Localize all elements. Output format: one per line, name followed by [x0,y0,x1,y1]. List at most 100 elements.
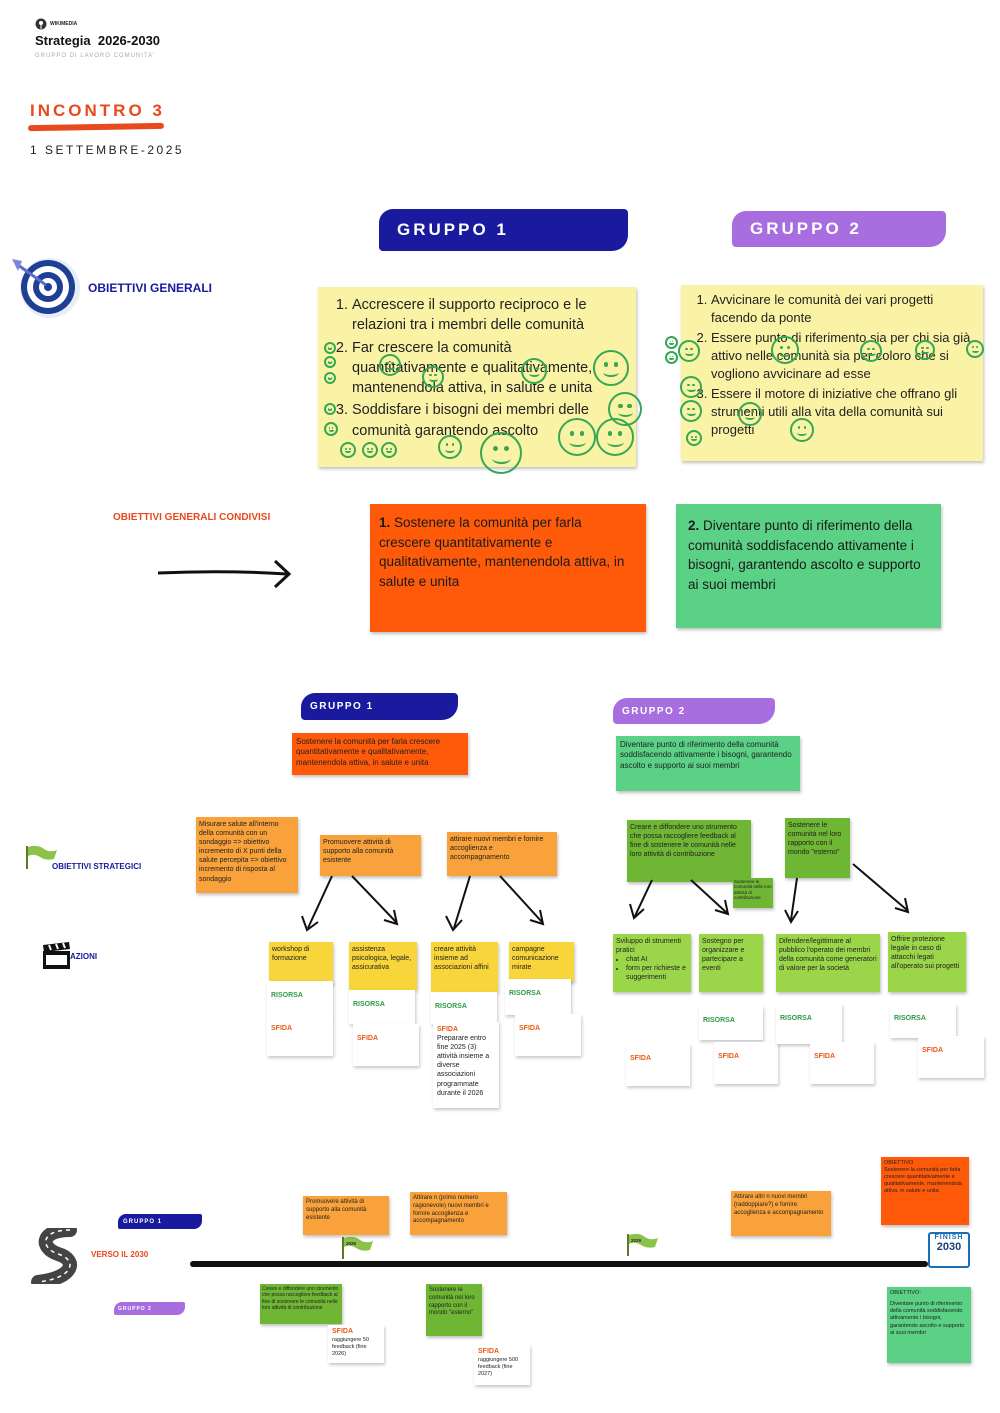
objective-label: OBIETTIVO: [890,1290,921,1296]
meeting-title: INCONTRO 3 [30,101,165,120]
page-subtitle: GRUPPO DI LAVORO COMUNITA' [35,53,156,59]
sfida-label: SFIDA [718,1053,739,1060]
sfida-label: SFIDA [922,1047,943,1054]
obiettivi-generali-label: OBIETTIVI GENERALI [88,281,213,295]
group-2-action-1-title: Sviluppo di strumenti pratici [616,938,681,955]
smiley-vote-icon [678,340,700,362]
group-1-header-label: GRUPPO 1 [397,220,509,239]
smiley-vote-icon [680,400,702,422]
arrow-right-icon [157,559,292,589]
group-1-action-4: campagne comunicazione mirate [509,942,574,982]
sfida-label: SFIDA [332,1328,353,1335]
wikimedia-logo: WIKIMEDIA [35,18,77,30]
smiley-vote-icon [665,336,678,349]
risorsa-label: RISORSA [509,990,541,997]
shared-goal-1-text: Sostenere la comunità per farla crescere… [379,515,625,589]
azioni-label: AZIONI [70,952,98,961]
smiley-vote-icon [608,392,642,426]
timeline-final-objective-2: OBIETTIVO: Diventare punto di riferiment… [887,1287,971,1363]
group-2-goal: Essere il motore di iniziative che offra… [711,385,975,439]
finish-year: 2030 [936,1241,962,1253]
sfida-label: SFIDA [814,1053,835,1060]
flag-2029-label: 2029 [631,1238,642,1243]
smiley-vote-icon [324,356,336,368]
shared-goal-2-number: 2. [688,518,700,533]
group-2-action-4-sfida: SFIDA [918,1036,984,1078]
shared-goal-1-card: 1. Sostenere la comunità per farla cresc… [370,504,646,632]
logo-text: WIKIMEDIA [50,21,78,27]
clapperboard-icon [43,942,70,969]
timeline-final-objective-2-text: Diventare punto di riferimento della com… [890,1301,965,1336]
flag-icon [26,845,57,869]
group-1-action-1-risorsa: RISORSA [267,981,333,1015]
smiley-vote-icon [915,340,935,360]
target-icon [10,253,82,324]
flag-2026-label: 2026 [346,1241,357,1246]
group-2-action-3-sfida: SFIDA [810,1042,874,1084]
smiley-vote-icon [680,376,702,398]
timeline-sfida-1-text: raggiungere 50 feedback (fine 2026) [332,1336,370,1357]
timeline-group-2-label: GRUPPO 2 [118,1305,152,1312]
group-1-action-1-sfida: SFIDA [267,1014,333,1056]
timeline-g1-milestone-2: Attirare n (primo numero ragionevole) nu… [410,1192,507,1235]
smiley-vote-icon [340,442,356,458]
group-2-action-1-sfida: SFIDA [626,1044,690,1086]
group-2-strategic-1b: Sostenere le comunità nelle loro attivit… [733,878,773,908]
risorsa-label: RISORSA [435,1003,467,1010]
risorsa-label: RISORSA [703,1017,735,1024]
sfida-label: SFIDA [437,1026,458,1033]
smiley-vote-icon [860,340,882,362]
group-2-action-3-risorsa: RISORSA [776,1004,842,1044]
group-1-action-3-risorsa: RISORSA [431,992,497,1024]
smiley-vote-icon [324,422,338,436]
group-2-strategic-2: Sostenere le comunità nel loro rapporto … [785,818,850,878]
finish-label: FINISH [934,1234,964,1241]
group-2-strategic-label: GRUPPO 2 [622,705,686,717]
group-2-strategic-header: GRUPPO 2 [613,698,775,724]
risorsa-label: RISORSA [780,1015,812,1022]
smiley-vote-icon [422,366,444,388]
arrows-g1 [301,875,545,932]
group-2-goals-note: Avvicinare le comunità dei vari progetti… [681,285,983,461]
smiley-vote-icon [324,403,336,415]
group-1-header: GRUPPO 1 [379,209,628,251]
timeline-line [190,1261,928,1267]
page-title: Strategia 2026-2030 [35,33,161,48]
group-1-strategic-1: Misurare salute all'interno della comuni… [196,817,298,893]
group-2-goals-list: Avvicinare le comunità dei vari progetti… [689,291,975,439]
group-2-strategic-1: Creare e diffondere uno strumento che po… [627,820,751,882]
group-2-main-objective: Diventare punto di riferimento della com… [616,736,800,791]
group-2-action-2-sfida: SFIDA [714,1042,778,1084]
group-2-header-label: GRUPPO 2 [750,219,862,238]
sfida-label: SFIDA [271,1025,292,1032]
group-1-action-2-sfida: SFIDA [353,1024,419,1066]
shared-goal-2-card: 2. Diventare punto di riferimento della … [676,504,941,628]
smiley-vote-icon [686,430,702,446]
smiley-vote-icon [362,442,378,458]
timeline-g1-milestone-3: Attirare altri n nuovi membri (raddoppia… [731,1191,831,1236]
condivisi-label: OBIETTIVI GENERALI CONDIVISI [113,512,271,523]
group-1-action-4-sfida: SFIDA [515,1014,581,1056]
group-2-action-2: Sostegno per organizzare e partecipare a… [699,934,763,992]
sfida-label: SFIDA [519,1025,540,1032]
meeting-date: 1 SETTEMBRE-2025 [30,143,185,157]
group-1-action-3: creare attività insieme ad associazioni … [431,942,498,992]
smiley-vote-icon [379,354,401,376]
group-2-goal: Avvicinare le comunità dei vari progetti… [711,291,975,327]
smiley-vote-icon [790,418,814,442]
flag-2029-icon [627,1233,658,1256]
smiley-vote-icon [771,336,799,364]
shared-goal-2-text: Diventare punto di riferimento della com… [688,518,921,592]
group-1-strategic-2: Promuovere attività di supporto alla com… [320,835,421,876]
group-2-header: GRUPPO 2 [732,211,946,247]
timeline-group-1-tag: GRUPPO 1 [118,1214,202,1229]
sfida-label: SFIDA [630,1055,651,1062]
timeline-final-objective-1: OBIETTIVO Sostenere la comunità per farl… [881,1157,969,1225]
group-1-action-2-risorsa: RISORSA [349,990,415,1024]
group-1-strategic-label: GRUPPO 1 [310,701,374,712]
group-1-action-2: assistenza psicologica, legale, assicura… [349,942,417,990]
group-2-action-2-risorsa: RISORSA [699,1006,763,1040]
timeline-group-2-tag: GRUPPO 2 [114,1302,185,1315]
smiley-vote-icon [966,340,984,358]
smiley-vote-icon [480,432,522,474]
